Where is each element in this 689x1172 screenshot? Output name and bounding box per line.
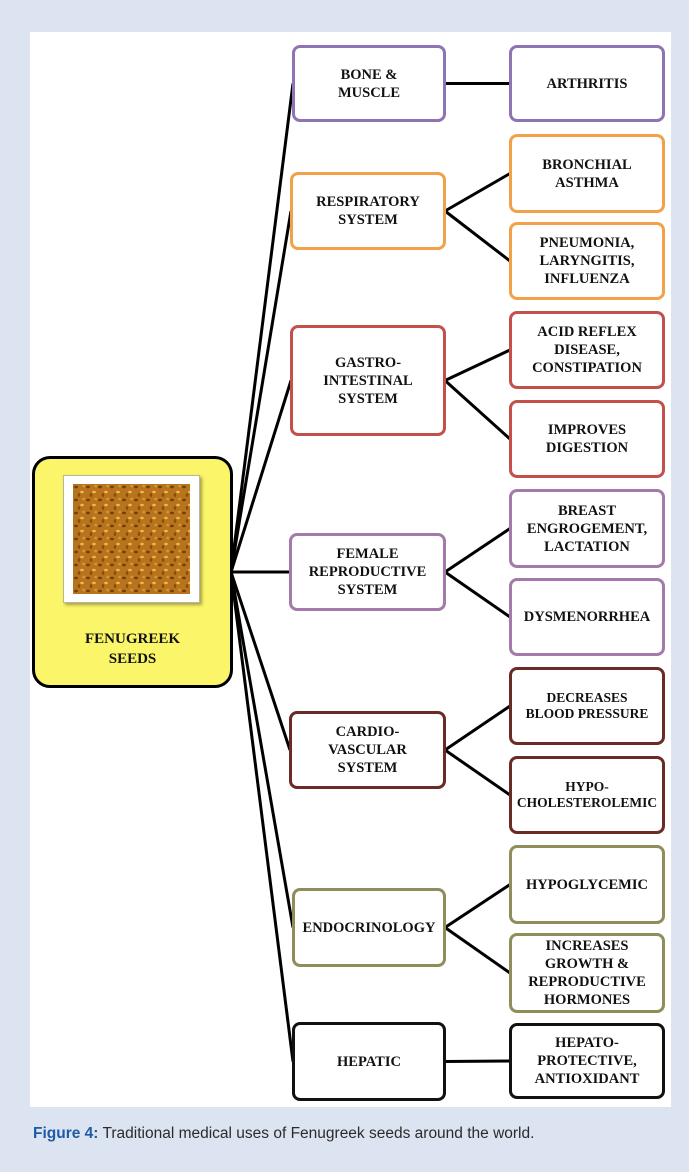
connector-category-to-use [444,704,511,752]
use-arthritis: ARTHRITIS [509,45,665,122]
use-acid-reflex-constipation: ACID REFLEX DISEASE, CONSTIPATION [509,311,665,389]
use-hepatoprotective-antioxidant: HEPATO- PROTECTIVE, ANTIOXIDANT [509,1023,665,1099]
use-dysmenorrhea: DYSMENORRHEA [509,578,665,656]
use-bronchial-asthma: BRONCHIAL ASTHMA [509,134,665,213]
connector-root-to-category [229,210,293,573]
connector-category-to-use [444,527,511,574]
connector-category-to-use [444,1059,511,1063]
connector-category-to-use [444,172,511,213]
connector-root-to-category [229,83,295,573]
category-hepatic: HEPATIC [292,1022,446,1101]
use-improves-digestion: IMPROVES DIGESTION [509,400,665,478]
category-bone-muscle: BONE & MUSCLE [292,45,446,122]
use-hypocholesterolemic: HYPO- CHOLESTEROLEMIC [509,756,665,834]
connector-root-to-category [229,571,295,928]
connector-category-to-use [444,883,511,929]
connector-category-to-use [444,926,511,975]
connector-category-to-use [444,570,511,619]
fenugreek-seeds-image [73,484,190,594]
fenugreek-photo-frame [63,475,200,603]
use-hypoglycemic: HYPOGLYCEMIC [509,845,665,924]
root-label: FENUGREEK SEEDS [84,631,180,667]
caption-figure-number: Figure 4: [33,1125,99,1142]
root-node-fenugreek-seeds: FENUGREEK SEEDS [32,456,233,688]
category-respiratory-system: RESPIRATORY SYSTEM [290,172,446,250]
connector-category-to-use [444,348,511,382]
figure-caption: Figure 4: Traditional medical uses of Fe… [33,1125,673,1143]
use-decreases-blood-pressure: DECREASES BLOOD PRESSURE [509,667,665,745]
connector-category-to-use [444,748,511,797]
connector-root-to-category [229,380,293,573]
connector-root-to-category [229,571,295,1062]
caption-text: Traditional medical uses of Fenugreek se… [102,1125,535,1142]
use-breast-engorgement-lactation: BREAST ENGROGEMENT, LACTATION [509,489,665,568]
connector-category-to-use [444,209,511,263]
use-pneumonia-laryngitis-influenza: PNEUMONIA, LARYNGITIS, INFLUENZA [509,222,665,300]
category-female-reproductive-system: FEMALE REPRODUCTIVE SYSTEM [289,533,446,611]
use-increases-growth-hormones: INCREASES GROWTH & REPRODUCTIVE HORMONES [509,933,665,1013]
connector-category-to-use [443,379,512,441]
connector-root-to-category [229,571,292,751]
category-gastro-intestinal-system: GASTRO- INTESTINAL SYSTEM [290,325,446,436]
category-cardiovascular-system: CARDIO- VASCULAR SYSTEM [289,711,446,789]
category-endocrinology: ENDOCRINOLOGY [292,888,446,967]
